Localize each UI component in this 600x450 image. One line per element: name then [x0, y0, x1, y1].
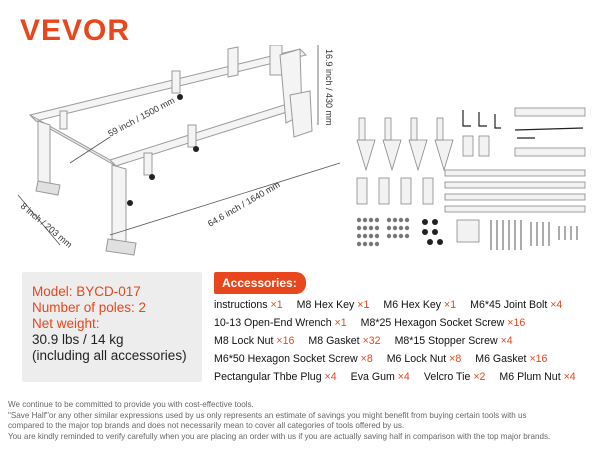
accessory-name: M6 Hex Key: [383, 299, 442, 311]
accessory-item: M8 Lock Nut ×16: [214, 332, 294, 350]
accessory-item: M6 Gasket ×16: [475, 350, 547, 368]
depth-dimension: 8 inch / 203 mm: [19, 201, 74, 250]
accessory-qty: ×8: [360, 353, 373, 365]
weight-note: (including all accessories): [32, 348, 187, 363]
length-dimension: 64.6 inch / 1640 mm: [206, 179, 282, 228]
accessory-item: M8 Hex Key ×1: [297, 296, 370, 314]
weight-value: 30.9 lbs / 14 kg: [32, 332, 124, 347]
accessory-name: M6*45 Joint Bolt: [470, 299, 548, 311]
accessory-line: M8 Lock Nut ×16 M8 Gasket ×32 M8*15 Stoppe…: [214, 332, 594, 350]
accessory-name: Eva Gum: [350, 371, 395, 383]
accessory-name: 10-13 Open-End Wrench: [214, 317, 332, 329]
accessory-item: M6*45 Joint Bolt ×4: [470, 296, 562, 314]
accessory-qty: ×4: [397, 371, 410, 383]
height-dimension: 16.9 inch / 430 mm: [324, 49, 334, 126]
spec-box: Model: BYCD-017 Number of poles: 2 Net w…: [22, 272, 202, 382]
accessory-name: M6 Gasket: [475, 353, 527, 365]
accessory-item: M6 Plum Nut ×4: [499, 368, 575, 386]
ladder-rack-illustration: 59 inch / 1500 mm 64.6 inch / 1640 mm 8 …: [17, 45, 341, 256]
accessory-name: M8*15 Stopper Screw: [394, 335, 498, 347]
accessory-item: M6 Lock Nut ×8: [387, 350, 462, 368]
disclaimer-line: You are kindly reminded to verify carefu…: [8, 431, 551, 441]
accessory-item: Pectangular Thbe Plug ×4: [214, 368, 337, 386]
accessory-name: instructions: [214, 299, 268, 311]
accessory-qty: ×4: [500, 335, 513, 347]
accessory-qty: ×8: [449, 353, 462, 365]
parts-illustration: [356, 107, 586, 250]
accessory-qty: ×16: [276, 335, 295, 347]
accessory-name: M8 Hex Key: [296, 299, 355, 311]
accessory-item: Velcro Tie ×2: [424, 368, 486, 386]
accessory-qty: ×1: [334, 317, 347, 329]
accessory-qty: ×4: [324, 371, 337, 383]
accessory-name: M8 Gasket: [308, 335, 360, 347]
accessory-name: Pectangular Thbe Plug: [214, 371, 322, 383]
accessory-item: M8*25 Hexagon Socket Screw ×16: [361, 314, 526, 332]
accessory-qty: ×2: [473, 371, 486, 383]
disclaimer-line: "Save Half"or any other similar expressi…: [8, 410, 527, 420]
accessory-item: M8*15 Stopper Screw ×4: [395, 332, 513, 350]
accessory-name: Velcro Tie: [423, 371, 471, 383]
accessory-name: M8*25 Hexagon Socket Screw: [360, 317, 505, 329]
accessory-item: 10-13 Open-End Wrench ×1: [214, 314, 347, 332]
poles-label: Number of poles: 2: [32, 300, 147, 315]
accessory-qty: ×1: [357, 299, 370, 311]
model-label: Model: BYCD-017: [32, 284, 141, 299]
accessory-name: M6 Lock Nut: [386, 353, 447, 365]
accessory-qty: ×32: [362, 335, 381, 347]
accessory-item: M8 Gasket ×32: [308, 332, 380, 350]
accessories-title: Accessories:: [214, 272, 306, 294]
net-weight-label: Net weight:: [32, 316, 100, 331]
accessory-qty: ×4: [550, 299, 563, 311]
disclaimer-line: compared to the major top brands and doe…: [8, 421, 405, 430]
accessory-qty: ×16: [529, 353, 548, 365]
vevor-logo: VEVOR: [20, 14, 131, 47]
accessory-item: M6 Hex Key ×1: [383, 296, 456, 314]
accessory-qty: ×16: [507, 317, 526, 329]
accessory-item: Eva Gum ×4: [351, 368, 410, 386]
accessory-line: 10-13 Open-End Wrench ×1 M8*25 Hexagon So…: [214, 314, 594, 332]
disclaimer: We continue to be committed to provide y…: [8, 400, 598, 442]
accessory-name: M8 Lock Nut: [214, 335, 274, 347]
accessory-item: M6*50 Hexagon Socket Screw ×8: [214, 350, 373, 368]
accessory-qty: ×1: [444, 299, 457, 311]
accessory-name: M6 Plum Nut: [499, 371, 561, 383]
disclaimer-line: We continue to be committed to provide y…: [8, 400, 254, 409]
accessory-qty: ×4: [563, 371, 576, 383]
accessory-item: instructions ×1: [214, 296, 283, 314]
accessory-qty: ×1: [270, 299, 283, 311]
accessory-name: M6*50 Hexagon Socket Screw: [214, 353, 358, 365]
